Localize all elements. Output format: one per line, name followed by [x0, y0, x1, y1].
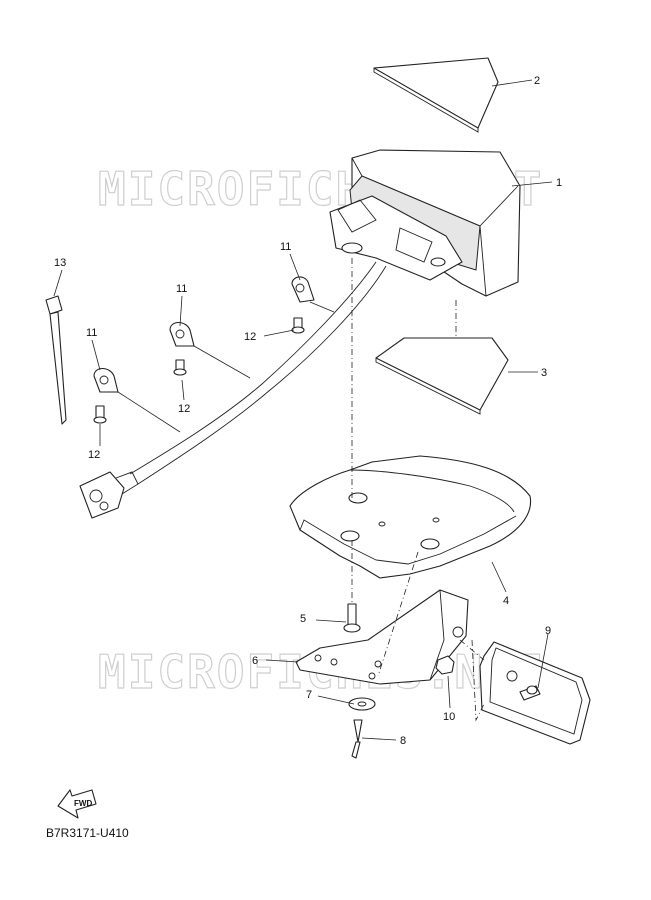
part-6-bracket: [295, 589, 469, 685]
part-12-screw-a: [291, 317, 305, 334]
callout-11-a: 11: [280, 241, 291, 253]
alignment-lines: [351, 258, 485, 722]
part-13-cable-tie: [45, 295, 67, 425]
callout-leaders: [53, 79, 553, 741]
callout-13: 13: [54, 257, 66, 269]
callout-12-b: 12: [178, 403, 190, 415]
callout-12-c: 12: [88, 449, 100, 461]
part-12-screw-c: [93, 405, 107, 424]
part-3-plate: [375, 337, 509, 415]
callout-1: 1: [556, 177, 562, 189]
callout-4: 4: [503, 595, 509, 607]
callout-5: 5: [300, 613, 306, 625]
part-11-clamp-c: [93, 367, 119, 393]
part-1-tail-light: [329, 149, 521, 297]
fwd-label: FWD: [74, 799, 92, 808]
callout-7: 7: [306, 689, 312, 701]
part-11-clamp-b: [169, 321, 195, 347]
part-8-rivet: [351, 719, 363, 759]
callout-12-a: 12: [244, 331, 256, 343]
part-7-washer: [348, 697, 376, 711]
callout-8: 8: [400, 735, 406, 747]
part-10-nut: [435, 655, 455, 675]
part-11-clamp-a: [291, 276, 315, 303]
callout-9: 9: [545, 625, 551, 637]
callout-2: 2: [534, 75, 540, 87]
part-9-reflector: [479, 641, 591, 745]
diagram-code: B7R3171-U410: [46, 826, 129, 840]
wire-harness: [79, 261, 387, 519]
callout-11-c: 11: [86, 327, 97, 339]
callout-11-b: 11: [176, 283, 187, 295]
fwd-arrow-icon: FWD: [57, 789, 97, 819]
callout-3: 3: [541, 367, 547, 379]
callout-10: 10: [443, 711, 455, 723]
part-12-screw-b: [173, 359, 187, 376]
callout-6: 6: [252, 655, 258, 667]
part-5-bolt: [343, 603, 361, 633]
part-2-plate: [373, 57, 499, 133]
part-4-tray: [289, 455, 532, 579]
